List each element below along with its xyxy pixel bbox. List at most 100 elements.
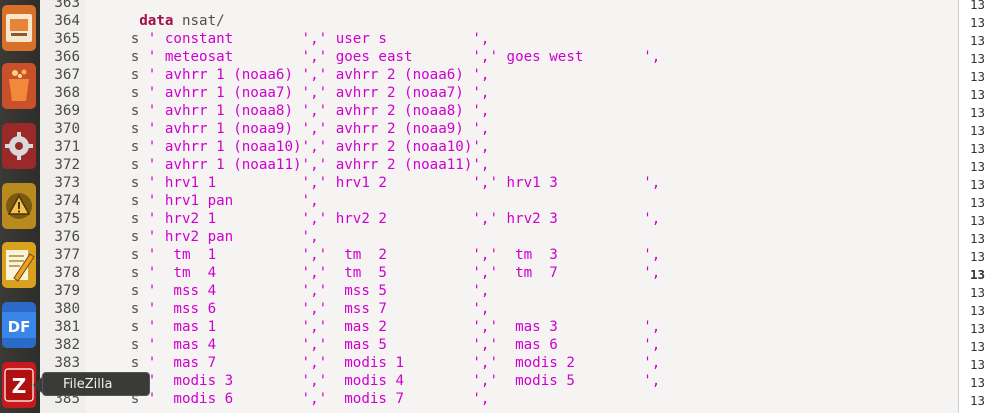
code-string: ' constant ',' user s ', — [147, 31, 490, 47]
line-number: 379 — [54, 283, 80, 299]
line-number: 381 — [54, 319, 80, 335]
line-number: 370 — [54, 121, 80, 137]
code-line[interactable]: 376 s ' hrv2 pan ', — [40, 228, 958, 246]
code-text: s ' modis 6 ',' modis 7 ', — [88, 390, 490, 408]
code-line[interactable]: 372 s ' avhrr 1 (noaa11)',' avhrr 2 (noa… — [40, 156, 958, 174]
side-panel-line-number: 13 — [970, 267, 986, 282]
code-indent: s — [88, 391, 148, 407]
code-line[interactable]: 364 data nsat/ — [40, 12, 958, 30]
side-panel-line-number: 13 — [970, 15, 986, 30]
code-string: ' avhrr 1 (noaa7) ',' avhrr 2 (noaa7) ', — [147, 85, 490, 101]
code-text: s ' hrv1 pan ', — [88, 192, 319, 210]
line-number: 369 — [54, 103, 80, 119]
launcher-bar: DF Z — [0, 0, 40, 413]
side-panel-line-number: 13 — [970, 357, 986, 372]
code-indent: s — [88, 31, 148, 47]
code-string: ' meteosat ',' goes east ',' goes west '… — [147, 49, 661, 65]
line-number: 371 — [54, 139, 80, 155]
code-line[interactable]: 383 s ' mas 7 ',' modis 1 ',' modis 2 ', — [40, 354, 958, 372]
code-line[interactable]: 378 s ' tm 4 ',' tm 5 ',' tm 7 ', — [40, 264, 958, 282]
code-text: s ' avhrr 1 (noaa9) ',' avhrr 2 (noaa9) … — [88, 120, 490, 138]
code-line[interactable]: 375 s ' hrv2 1 ',' hrv2 2 ',' hrv2 3 ', — [40, 210, 958, 228]
code-line[interactable]: 370 s ' avhrr 1 (noaa9) ',' avhrr 2 (noa… — [40, 120, 958, 138]
code-text: s ' meteosat ',' goes east ',' goes west… — [88, 48, 661, 66]
line-number: 375 — [54, 211, 80, 227]
code-line[interactable]: 373 s ' hrv1 1 ',' hrv1 2 ',' hrv1 3 ', — [40, 174, 958, 192]
code-string: ' hrv2 pan ', — [147, 229, 319, 245]
code-line[interactable]: 365 s ' constant ',' user s ', — [40, 30, 958, 48]
code-indent: s — [88, 355, 148, 371]
line-number: 368 — [54, 85, 80, 101]
code-indent: s — [88, 247, 148, 263]
code-text: s ' hrv2 pan ', — [88, 228, 319, 246]
code-line[interactable]: 368 s ' avhrr 1 (noaa7) ',' avhrr 2 (noa… — [40, 84, 958, 102]
code-line[interactable]: 381 s ' mas 1 ',' mas 2 ',' mas 3 ', — [40, 318, 958, 336]
code-string: ' avhrr 1 (noaa11)',' avhrr 2 (noaa11)', — [147, 157, 490, 173]
code-text: s ' hrv1 1 ',' hrv1 2 ',' hrv1 3 ', — [88, 174, 661, 192]
code-indent: s — [88, 319, 148, 335]
code-indent — [88, 13, 139, 29]
code-string: ' mas 7 ',' modis 1 ',' modis 2 ', — [147, 355, 661, 371]
code-line[interactable]: 363 — [40, 0, 958, 12]
code-indent: s — [88, 337, 148, 353]
code-line[interactable]: 385 s ' modis 6 ',' modis 7 ', — [40, 390, 958, 408]
code-string: ' mas 4 ',' mas 5 ',' mas 6 ', — [147, 337, 661, 353]
code-string: ' avhrr 1 (noaa6) ',' avhrr 2 (noaa6) ', — [147, 67, 490, 83]
software-center-icon[interactable] — [2, 63, 36, 109]
code-text: s ' avhrr 1 (noaa6) ',' avhrr 2 (noaa6) … — [88, 66, 490, 84]
side-panel-line-number: 13 — [970, 33, 986, 48]
code-text: s ' avhrr 1 (noaa7) ',' avhrr 2 (noaa7) … — [88, 84, 490, 102]
side-panel-line-number: 13 — [970, 321, 986, 336]
filezilla-icon[interactable]: Z — [2, 362, 36, 408]
code-text: s ' mas 1 ',' mas 2 ',' mas 3 ', — [88, 318, 661, 336]
code-text: s ' avhrr 1 (noaa10)',' avhrr 2 (noaa10)… — [88, 138, 490, 156]
system-settings-icon[interactable] — [2, 123, 36, 169]
side-panel-line-number: 13 — [970, 159, 986, 174]
code-indent: s — [88, 193, 148, 209]
code-text: s ' modis 3 ',' modis 4 ',' modis 5 ', — [88, 372, 661, 390]
code-text: s ' avhrr 1 (noaa8) ',' avhrr 2 (noaa8) … — [88, 102, 490, 120]
code-string: ' tm 1 ',' tm 2 ',' tm 3 ', — [147, 247, 661, 263]
code-indent: s — [88, 67, 148, 83]
side-panel-line-number: 13 — [970, 87, 986, 102]
code-string: ' avhrr 1 (noaa9) ',' avhrr 2 (noaa9) ', — [147, 121, 490, 137]
code-text: s ' tm 4 ',' tm 5 ',' tm 7 ', — [88, 264, 661, 282]
presentation-app-icon[interactable] — [2, 5, 36, 51]
code-line[interactable]: 377 s ' tm 1 ',' tm 2 ',' tm 3 ', — [40, 246, 958, 264]
code-indent: s — [88, 85, 148, 101]
code-line[interactable]: 379 s ' mss 4 ',' mss 5 ', — [40, 282, 958, 300]
line-number: 367 — [54, 67, 80, 83]
side-panel-line-number: 13 — [970, 213, 986, 228]
side-panel-line-number: 13 — [970, 141, 986, 156]
line-number: 383 — [54, 355, 80, 371]
code-line[interactable]: 380 s ' mss 6 ',' mss 7 ', — [40, 300, 958, 318]
code-line[interactable]: 371 s ' avhrr 1 (noaa10)',' avhrr 2 (noa… — [40, 138, 958, 156]
code-line[interactable]: 382 s ' mas 4 ',' mas 5 ',' mas 6 ', — [40, 336, 958, 354]
code-line[interactable]: 384 s ' modis 3 ',' modis 4 ',' modis 5 … — [40, 372, 958, 390]
code-identifier: nsat/ — [173, 13, 225, 29]
line-number: 372 — [54, 157, 80, 173]
line-number: 377 — [54, 247, 80, 263]
line-number: 373 — [54, 175, 80, 191]
code-line[interactable]: 366 s ' meteosat ',' goes east ',' goes … — [40, 48, 958, 66]
pdf-app-icon[interactable]: DF — [2, 302, 36, 348]
code-string: ' mas 1 ',' mas 2 ',' mas 3 ', — [147, 319, 661, 335]
side-panel-line-number: 13 — [970, 0, 986, 12]
code-line[interactable]: 367 s ' avhrr 1 (noaa6) ',' avhrr 2 (noa… — [40, 66, 958, 84]
code-string: ' modis 3 ',' modis 4 ',' modis 5 ', — [147, 373, 661, 389]
side-panel-line-number: 13 — [970, 51, 986, 66]
code-text: s ' mss 6 ',' mss 7 ', — [88, 300, 490, 318]
text-editor-icon[interactable] — [2, 242, 36, 288]
warning-app-icon[interactable] — [2, 183, 36, 229]
code-text: s ' constant ',' user s ', — [88, 30, 490, 48]
code-line[interactable]: 374 s ' hrv1 pan ', — [40, 192, 958, 210]
code-string: ' mss 4 ',' mss 5 ', — [147, 283, 490, 299]
code-string: ' avhrr 1 (noaa10)',' avhrr 2 (noaa10)', — [147, 139, 490, 155]
code-indent: s — [88, 175, 148, 191]
code-string: ' hrv1 pan ', — [147, 193, 319, 209]
code-indent: s — [88, 211, 148, 227]
code-line[interactable]: 369 s ' avhrr 1 (noaa8) ',' avhrr 2 (noa… — [40, 102, 958, 120]
code-text: s ' mas 4 ',' mas 5 ',' mas 6 ', — [88, 336, 661, 354]
